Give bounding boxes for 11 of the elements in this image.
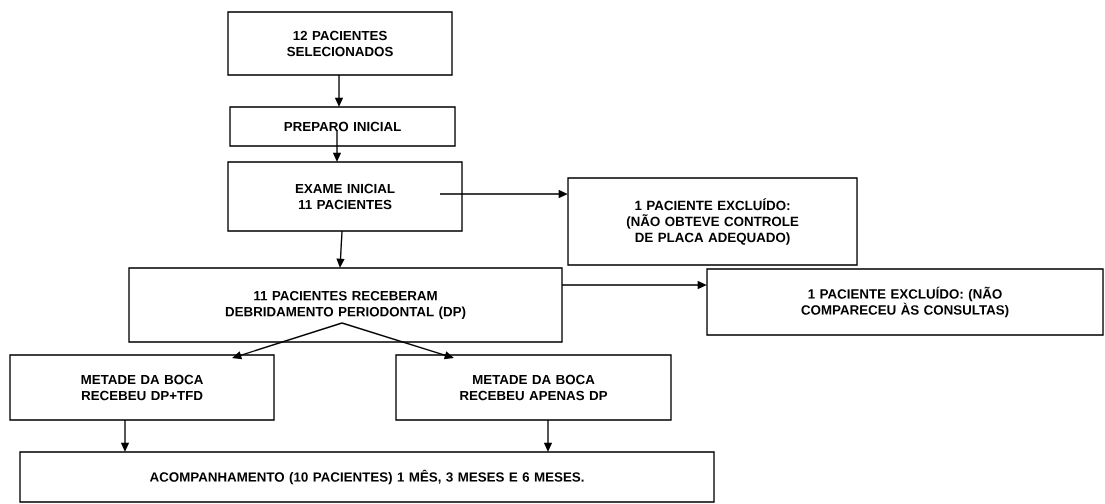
arrow xyxy=(232,322,343,360)
process-box: ACOMPANHAMENTO (10 PACIENTES) 1 MÊS, 3 MESES E 6 MESES. xyxy=(19,451,715,503)
process-box: METADE DA BOCA RECEBEU DP+TFD xyxy=(9,354,275,421)
process-box: PREPARO INICIAL xyxy=(229,106,456,147)
process-box: 1 PACIENTE EXCLUÍDO: (NÃO OBTEVE CONTROLE DE PLACA ADEQUADO) xyxy=(567,177,858,266)
process-box: 11 PACIENTES RECEBERAM DEBRIDAMENTO PERIODONTAL (DP) xyxy=(128,267,563,343)
process-box: 12 PACIENTES SELECIONADOS xyxy=(227,11,453,76)
arrow xyxy=(341,322,454,360)
process-box: EXAME INICIAL 11 PACIENTES xyxy=(227,161,463,232)
process-box: METADE DA BOCA RECEBEU APENAS DP xyxy=(395,354,672,421)
process-box: 1 PACIENTE EXCLUÍDO: (NÃO COMPARECEU ÀS CONSULTAS) xyxy=(706,268,1104,336)
